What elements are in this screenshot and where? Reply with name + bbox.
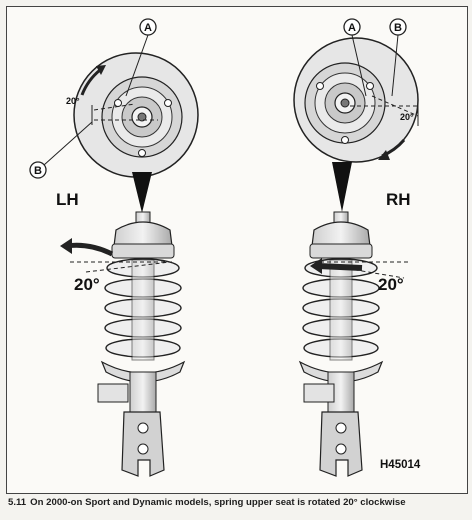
- rh-pointer-wedge: [332, 162, 352, 212]
- rh-top-mount-detail: [293, 37, 419, 163]
- rh-callout-b-circle: [389, 18, 407, 36]
- rh-spring-angle-label: 20°: [378, 275, 404, 294]
- lh-spring-angle-label: 20°: [74, 275, 100, 294]
- lh-callout-b-circle: [29, 161, 47, 179]
- rh-assembly: 20° A B RH 20°: [293, 18, 419, 477]
- suspension-strut-diagram: 20° A B LH: [29, 18, 421, 477]
- rh-label: RH: [386, 190, 411, 209]
- lh-pointer-wedge: [132, 172, 152, 213]
- lh-callout-a-label: A: [144, 22, 152, 34]
- lh-callout-a-circle: [139, 18, 157, 36]
- figure-ref-code: H45014: [380, 459, 421, 471]
- rh-callout-a-label: A: [348, 22, 356, 34]
- rh-callout-b-label: B: [394, 22, 402, 34]
- lh-label: LH: [56, 190, 79, 209]
- lh-top-mount-detail: [73, 52, 199, 178]
- lh-callout-b-label: B: [34, 165, 42, 177]
- rh-callout-a-circle: [343, 18, 361, 36]
- lh-seat-angle-label: 20°: [66, 96, 80, 106]
- caption-text: On 2000-on Sport and Dynamic models, spr…: [30, 497, 406, 508]
- rh-seat-angle-label: 20°: [400, 112, 414, 122]
- lh-assembly: 20° A B LH: [29, 18, 199, 477]
- caption-number: 5.11: [8, 497, 27, 508]
